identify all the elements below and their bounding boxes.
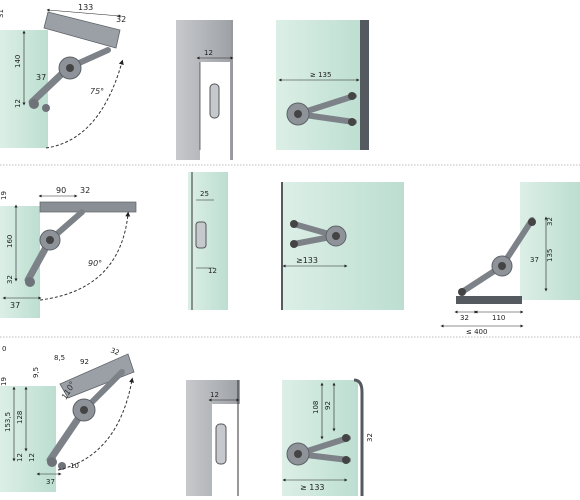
dim-label: ≥ 135 [310,71,331,79]
dim-label: 128 [16,411,24,424]
hinge-mechanism [458,217,536,296]
dim-label: 32 [6,275,14,284]
dim-label: 108 [312,401,320,414]
dim-label: 140 [14,55,22,68]
dim-label: ≤ 400 [466,328,487,336]
dim-label: 160 [6,235,14,248]
fig-row2-bottom-view: 32 37 135 32 110 ≤ 400 [440,182,580,336]
dim-label: 32 [80,186,90,195]
angle-label: 90° [88,259,102,268]
hinge-mechanism [286,434,351,466]
dim-label: 19 [0,377,8,386]
hinge-mechanism [28,47,111,112]
dim-label: 37 [36,73,46,82]
dim-label: 133 [78,3,93,12]
dim-label: 135 [546,249,554,262]
fig-row2-side-view: 19 90 32 160 32 37 90° [0,186,137,318]
dim-label: 32 [460,314,469,322]
fig-row3-inside-view: 108 92 32 ≥ 133 [282,378,374,496]
hinge-mechanism [290,220,347,248]
dim-label: 12 [16,453,24,462]
dim-label: 19 [0,191,8,200]
fig-row1-section-view: 12 [176,20,234,160]
angle-label: 75° [90,87,104,96]
fig-row1-side-view: 133 32 31 140 37 12 75° [0,3,126,149]
dim-label: 12 [204,49,213,57]
dim-label: 12 [14,99,22,108]
fig-row3-section-view: 12 [186,380,240,496]
dim-label: 37 [530,256,539,264]
dim-label: 110 [492,314,505,322]
dim-label: 31 [0,9,5,18]
dim-label: ≥ 133 [300,483,325,492]
fig-row2-section-view: 25 12 [188,172,228,310]
hinge-mechanism [24,209,85,287]
dim-label: 37 [10,301,20,310]
hinge-mechanism [46,369,125,470]
dim-label: 32 [116,15,126,24]
fig-row1-inside-view: ≥ 135 [276,20,369,150]
dim-label: 90 [56,186,66,195]
dim-label: 25 [200,190,209,198]
dim-label: 92 [80,358,89,366]
dim-label: 12 [28,453,36,462]
dim-label: 12 [208,267,217,275]
dim-label: ≥133 [296,256,318,265]
row-label: 0 [2,345,6,353]
fig-row3-side-view: 8,5 92 32 9,5 19 153,5 128 12 12 37 10 1… [0,346,135,492]
dim-label: 153,5 [4,412,12,432]
fig-row2-inside-view: ≥133 [281,182,404,310]
dim-label: 37 [46,478,55,486]
dim-label: 10 [70,462,79,470]
dim-label: 32 [366,433,374,442]
dim-label: 8,5 [54,354,65,362]
dim-label: 32 [546,217,554,226]
dim-label: 92 [324,401,332,410]
dim-label: 32 [109,346,120,357]
hinge-mechanism [286,92,357,126]
dim-label: 9,5 [32,367,40,378]
dim-label: 12 [210,391,219,399]
